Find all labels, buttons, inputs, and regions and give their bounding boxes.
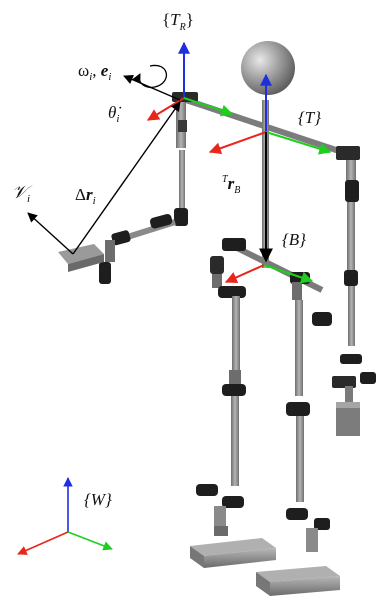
right-arm — [332, 146, 376, 436]
frame-T-x-axis — [208, 131, 267, 155]
frame-TR-y-axis — [183, 97, 234, 117]
label-omega-e: ωi, ei — [78, 61, 111, 83]
frame-W-x-axis — [17, 531, 69, 555]
frame-T-axes — [208, 73, 332, 155]
label-frame-W: {W} — [84, 490, 112, 509]
label-frame-B: {B} — [282, 230, 306, 249]
robot-head — [241, 41, 295, 95]
frame-B-y-axis — [263, 264, 314, 284]
frame-W-y-axis — [67, 531, 113, 551]
label-delta-r: Δri — [75, 185, 96, 207]
kinematic-vectors — [27, 64, 273, 263]
left-arm — [58, 92, 198, 284]
frame-B-axes — [224, 264, 314, 284]
rotation-arc — [132, 64, 168, 89]
label-theta-dot: θ̇i — [108, 103, 121, 125]
right-leg — [256, 272, 340, 596]
label-r-TB: TrB — [222, 174, 240, 196]
frame-W-axes — [17, 477, 113, 555]
frame-B-x-axis — [224, 264, 265, 284]
vector-delta-r — [72, 101, 181, 255]
robot-model — [58, 41, 376, 596]
label-frame-TR: {TR} — [162, 10, 194, 33]
vector-velocity — [27, 212, 74, 255]
frame-T-y-axis — [265, 131, 332, 155]
label-velocity: 𝒱i — [12, 182, 33, 205]
left-leg — [190, 238, 276, 568]
label-frame-T: {T} — [298, 108, 321, 127]
